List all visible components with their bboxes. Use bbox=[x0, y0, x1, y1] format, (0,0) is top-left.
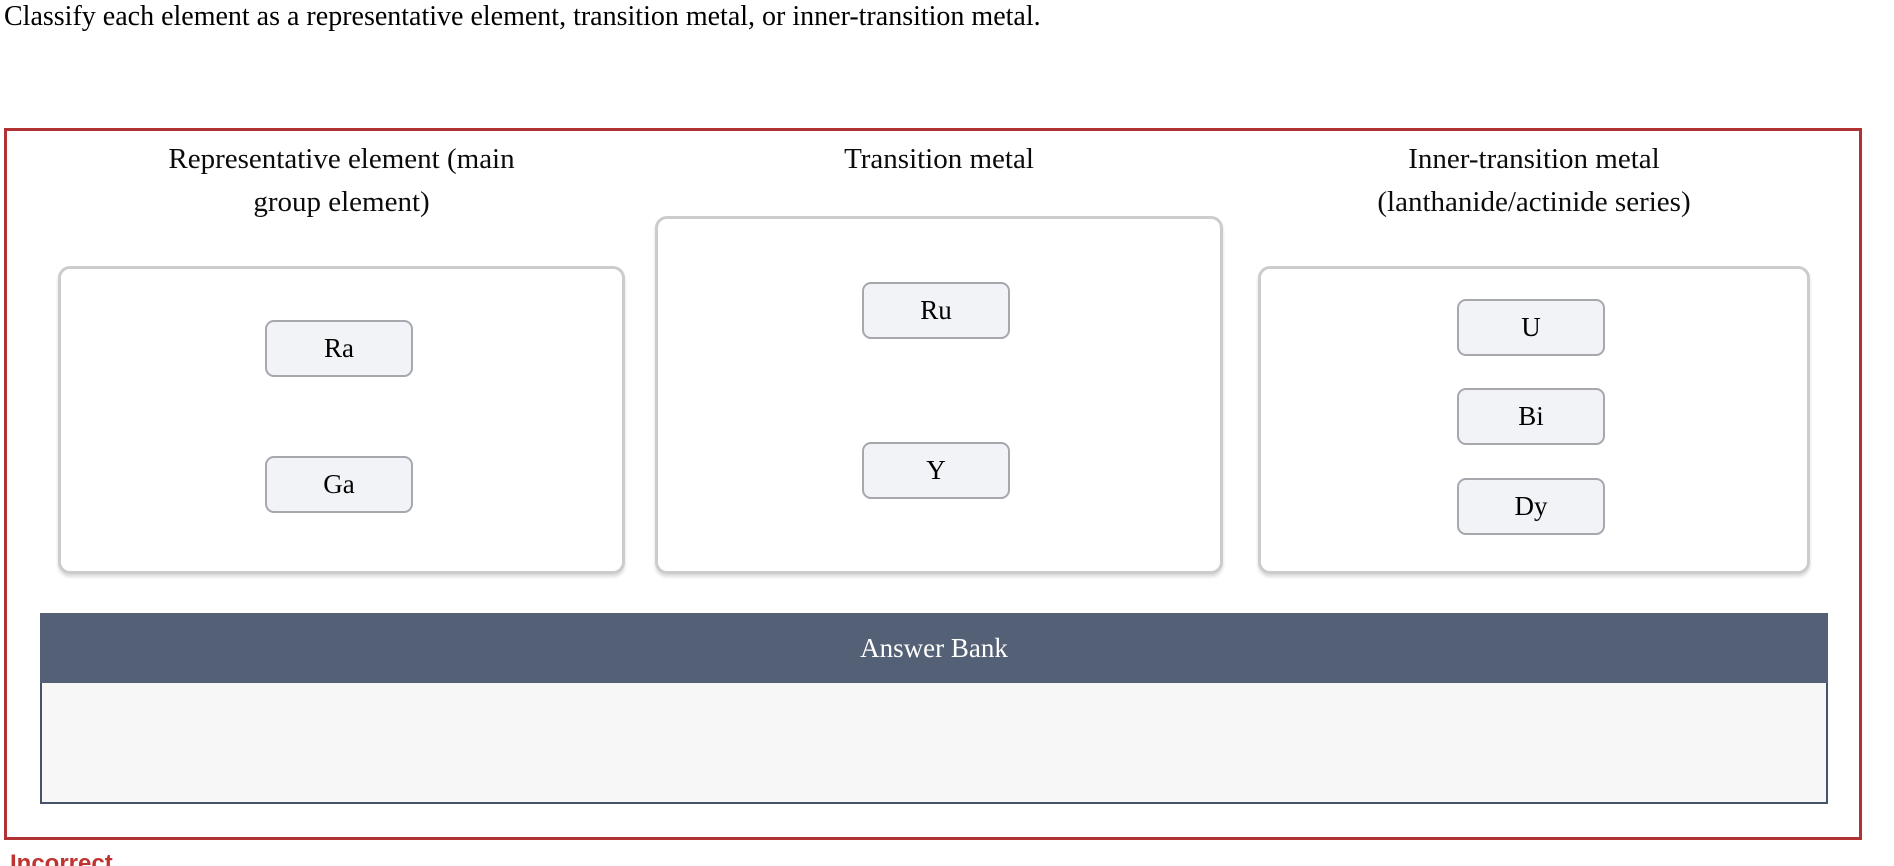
element-chip-ru[interactable]: Ru bbox=[862, 282, 1010, 339]
element-chip-ra[interactable]: Ra bbox=[265, 320, 413, 377]
answer-bank-dropzone[interactable] bbox=[40, 683, 1828, 804]
element-chip-bi[interactable]: Bi bbox=[1457, 388, 1605, 445]
category-label-inner-transition: Inner-transition metal (lanthanide/actin… bbox=[1258, 138, 1810, 224]
category-label-transition: Transition metal bbox=[655, 138, 1223, 181]
element-chip-y[interactable]: Y bbox=[862, 442, 1010, 499]
category-label-line: Transition metal bbox=[844, 143, 1034, 175]
category-label-line: group element) bbox=[253, 186, 430, 218]
category-label-representative: Representative element (main group eleme… bbox=[58, 138, 625, 224]
answer-bank-header: Answer Bank bbox=[40, 613, 1828, 683]
element-chip-ga[interactable]: Ga bbox=[265, 456, 413, 513]
element-chip-u[interactable]: U bbox=[1457, 299, 1605, 356]
feedback-incorrect: Incorrect bbox=[10, 850, 113, 866]
category-label-line: (lanthanide/actinide series) bbox=[1377, 186, 1691, 218]
element-chip-dy[interactable]: Dy bbox=[1457, 478, 1605, 535]
dropzone-transition[interactable] bbox=[655, 216, 1223, 574]
question-prompt: Classify each element as a representativ… bbox=[4, 1, 1041, 32]
category-label-line: Inner-transition metal bbox=[1408, 143, 1660, 175]
dropzone-representative[interactable] bbox=[58, 266, 625, 574]
category-label-line: Representative element (main bbox=[168, 143, 515, 175]
answer-bank-title: Answer Bank bbox=[860, 632, 1008, 663]
